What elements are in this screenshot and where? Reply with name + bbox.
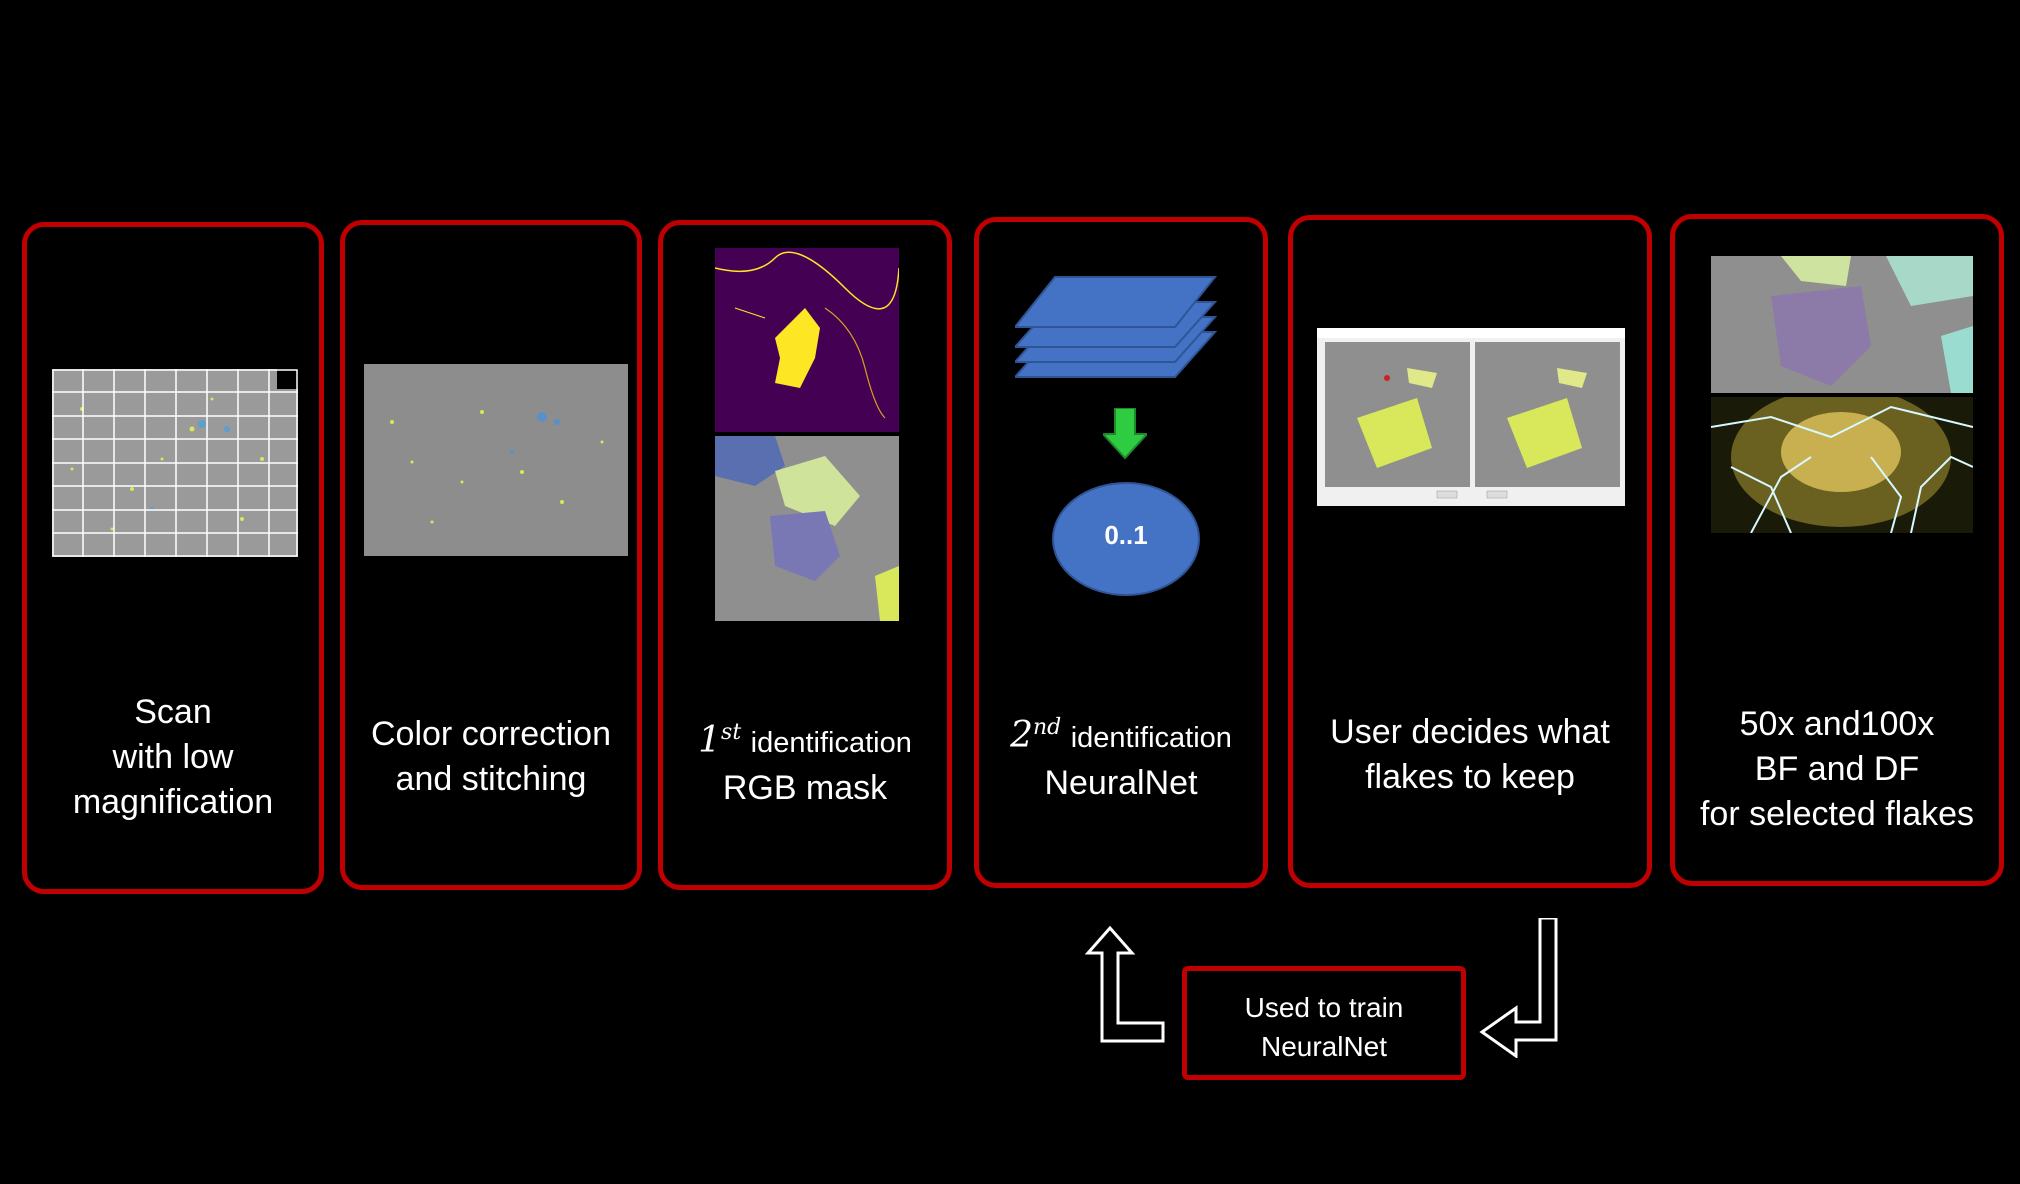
df-image [1711,397,1973,533]
caption-line: NeuralNet [1044,764,1198,802]
ordinal: 1st [698,720,742,761]
step-color-caption: Color correction and stitching [345,712,637,802]
feedback-up-arrow-icon [1085,925,1165,1043]
feedback-line: NeuralNet [1260,1031,1388,1062]
step-scan-panel: Scan with low magnification [22,222,324,894]
identification-label: identification [750,727,912,759]
step-color-panel: Color correction and stitching [340,220,642,890]
step-first-id-caption: 1st identification RGB mask [663,710,947,811]
rgb-mask-image [715,248,899,432]
caption-line: BF and DF [1754,750,1920,788]
caption-line: 1st identification [663,710,947,766]
down-arrow-icon [1103,408,1147,460]
ordinal: 2nd [1010,715,1062,756]
caption-line: and stitching [395,760,587,798]
caption-line: Color correction [371,715,611,753]
caption-line: flakes to keep [1365,758,1575,796]
step-final-caption: 50x and100x BF and DF for selected flake… [1675,702,1999,837]
step-final-panel: 50x and100x BF and DF for selected flake… [1670,214,2004,886]
feedback-box: Used to train NeuralNet [1182,966,1466,1080]
step-user-panel: User decides what flakes to keep [1288,215,1652,888]
neural-net-layers-icon [1015,276,1218,378]
caption-line: User decides what [1330,713,1610,751]
feedback-line: Used to train [1244,992,1404,1023]
output-node-label: 0..1 [1104,520,1148,550]
caption-line: Scan [134,693,212,731]
identification-label: identification [1070,722,1232,754]
feedback-return-arrow-icon [1479,918,1558,1058]
caption-line: RGB mask [722,769,888,807]
caption-line: with low [112,738,234,776]
step-second-id-caption: 2nd identification NeuralNet [979,705,1263,806]
caption-line: for selected flakes [1699,795,1975,833]
caption-line: magnification [72,783,274,821]
gui-screenshot [1317,328,1625,506]
step-second-id-panel: 0..1 2nd identification NeuralNet [974,217,1268,888]
step-user-caption: User decides what flakes to keep [1293,710,1647,800]
scan-grid-image [52,369,298,557]
bf-image [1711,256,1973,393]
step-scan-caption: Scan with low magnification [27,690,319,825]
output-node [1052,482,1200,596]
stitched-image [362,352,632,556]
caption-line: 2nd identification [979,705,1263,761]
step-first-id-panel: 1st identification RGB mask [658,220,952,890]
flake-image [715,436,899,621]
caption-line: 50x and100x [1739,705,1935,743]
